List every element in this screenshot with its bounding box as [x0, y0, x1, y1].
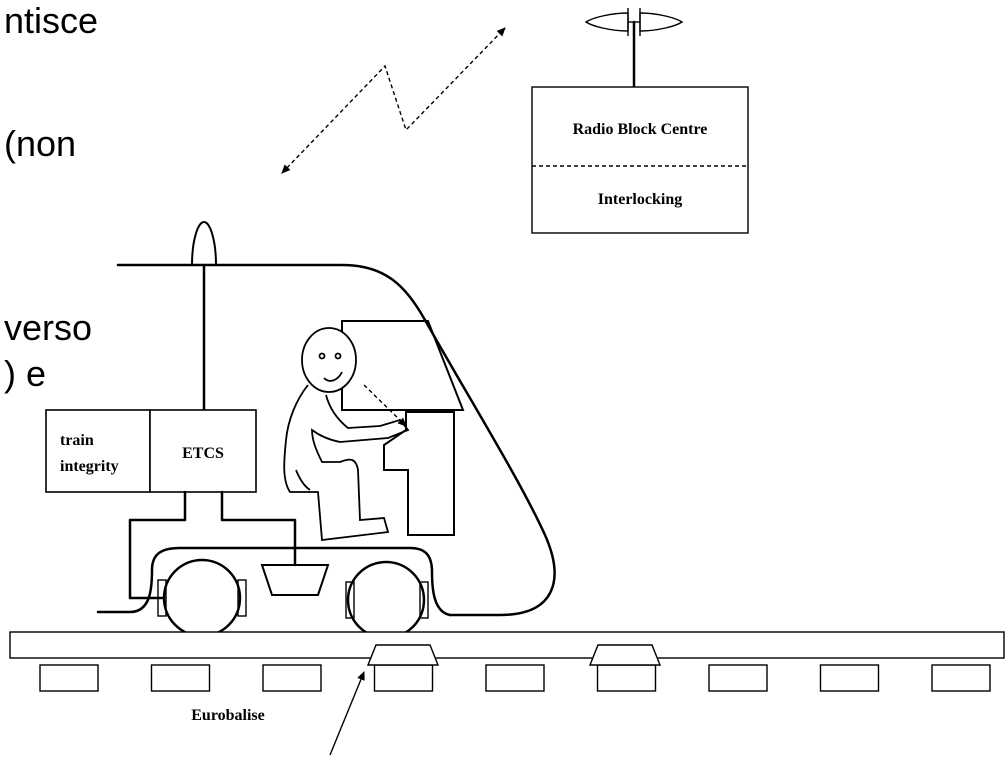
onboard-units: train integrity ETCS	[45, 409, 257, 493]
rbc-box: Radio Block Centre Interlocking	[531, 86, 749, 234]
eurobalise-1-icon	[366, 644, 440, 666]
wiring	[128, 490, 297, 600]
sleeper	[596, 664, 657, 692]
rbc-label: Radio Block Centre	[573, 121, 708, 138]
etcs-label: ETCS	[182, 445, 224, 462]
train-integrity-label-1: train	[60, 432, 94, 449]
sleeper	[150, 664, 211, 692]
eurobalise-pointer-arrow	[329, 671, 365, 756]
background-text-1: ntisce	[4, 0, 98, 41]
background-text-3: verso	[4, 307, 92, 348]
rbc-antenna-icon	[584, 8, 684, 89]
sleeper	[485, 664, 545, 692]
wheel-left-icon	[157, 558, 247, 638]
rail	[9, 631, 1005, 659]
sleeper	[819, 664, 880, 692]
control-desk	[383, 411, 455, 536]
background-text-2: (non	[4, 123, 76, 164]
sleeper	[708, 664, 768, 692]
balise-antenna-icon	[260, 564, 330, 596]
sleeper	[262, 664, 322, 692]
sleeper	[931, 664, 991, 692]
driver-gaze-arrow	[363, 384, 407, 427]
wheel-right-icon	[345, 560, 429, 640]
interlocking-label: Interlocking	[598, 191, 682, 208]
sleeper	[373, 664, 434, 692]
eurobalise-2-icon	[588, 644, 662, 666]
background-text-4: ) e	[4, 353, 46, 394]
driver-figure	[283, 327, 410, 542]
sleepers	[39, 664, 991, 692]
eurobalise-label: Eurobalise	[191, 707, 265, 724]
sleeper	[39, 664, 99, 692]
train-antenna-icon	[190, 220, 218, 412]
train-integrity-label-2: integrity	[60, 458, 119, 475]
radio-link-arrow	[281, 27, 506, 174]
